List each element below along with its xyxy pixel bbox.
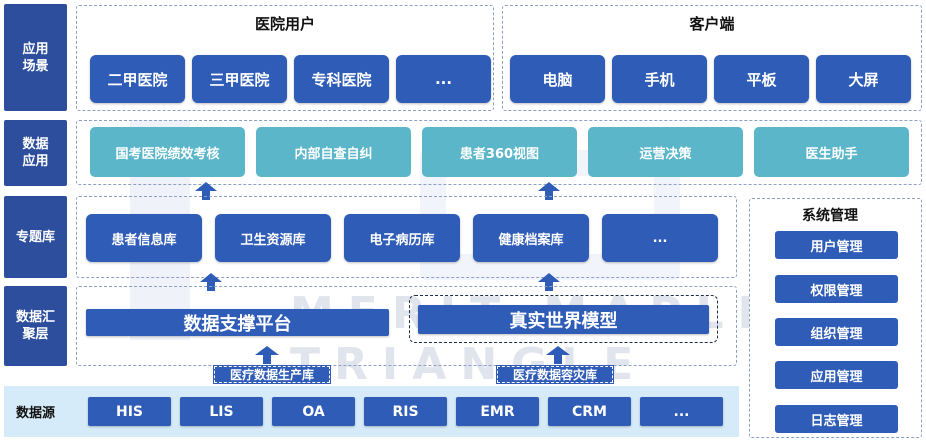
arrow-up-icon (255, 346, 279, 364)
topic-lib-item: 卫生资源库 (215, 214, 331, 262)
real-world-model-box: 真实世界模型 (418, 305, 709, 334)
source-item: RIS (364, 397, 447, 426)
applications-panel (76, 120, 922, 185)
row-label-source: 数据源 (15, 406, 55, 421)
topic-lib-item: ... (602, 214, 718, 262)
client-item: 手机 (612, 55, 707, 103)
application-item: 患者360视图 (422, 127, 577, 177)
hospital-type-item: 三甲医院 (192, 55, 287, 103)
aggregate-panel (76, 286, 737, 366)
disaster-recovery-db-label: 医疗数据容灾库 (496, 365, 614, 384)
client-item: 平板 (714, 55, 809, 103)
source-item: HIS (88, 397, 171, 426)
topic-lib-item: 电子病历库 (344, 214, 460, 262)
hospital-users-title: 医院用户 (254, 15, 315, 33)
source-item: ... (640, 397, 723, 426)
hospital-type-item: ... (396, 55, 491, 103)
system-management-item: 权限管理 (775, 275, 898, 303)
row-label-data-app: 数据 应用 (4, 120, 67, 186)
arrow-up-icon (195, 182, 217, 200)
row-label-aggregate: 数据汇 聚层 (4, 286, 67, 366)
system-management-item: 日志管理 (775, 405, 898, 433)
source-item: LIS (180, 397, 263, 426)
application-item: 医生助手 (754, 127, 909, 177)
real-world-model-frame (409, 295, 718, 343)
source-item: EMR (456, 397, 539, 426)
topic-lib-item: 患者信息库 (86, 214, 202, 262)
arrow-up-icon (538, 182, 560, 200)
hospital-type-item: 二甲医院 (90, 55, 185, 103)
system-management-item: 应用管理 (775, 361, 898, 389)
application-item: 国考医院绩效考核 (90, 127, 245, 177)
row-label-scene: 应用 场景 (4, 4, 67, 111)
arrow-up-icon (538, 273, 560, 291)
source-item: CRM (548, 397, 631, 426)
topic-lib-item: 健康档案库 (473, 214, 589, 262)
arrow-up-icon (200, 273, 222, 291)
hospital-type-item: 专科医院 (294, 55, 389, 103)
client-item: 大屏 (816, 55, 911, 103)
topic-panel (76, 196, 737, 278)
production-db-label: 医疗数据生产库 (213, 365, 331, 384)
client-item: 电脑 (510, 55, 605, 103)
system-management-item: 组织管理 (775, 318, 898, 346)
system-management-item: 用户管理 (775, 231, 898, 259)
data-platform-box: 数据支撑平台 (86, 309, 389, 336)
application-item: 内部自查自纠 (256, 127, 411, 177)
source-item: OA (272, 397, 355, 426)
application-item: 运营决策 (588, 127, 743, 177)
row-label-topic: 专题库 (4, 196, 67, 278)
clients-title: 客户端 (689, 15, 735, 33)
arrow-up-icon (546, 346, 570, 364)
system-management-title: 系统管理 (802, 208, 858, 224)
